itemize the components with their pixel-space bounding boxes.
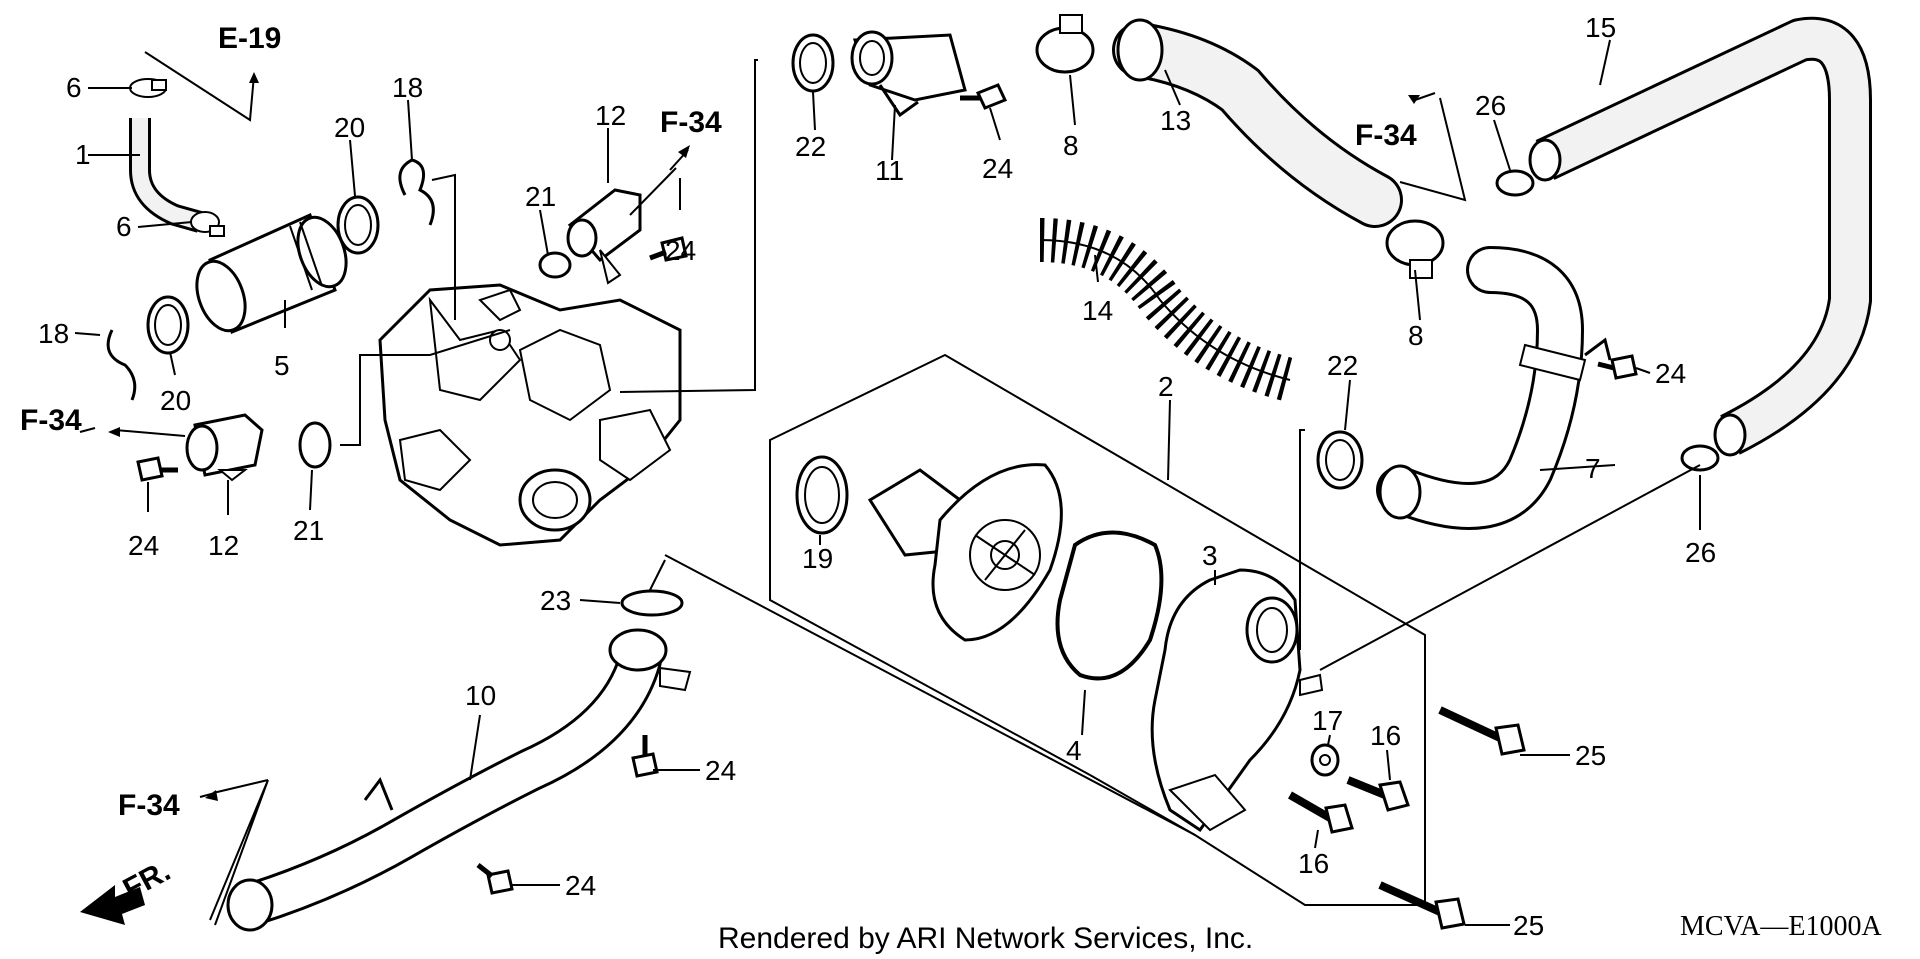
- part-24-bolt-left: [136, 456, 178, 482]
- callout-4: 4: [1066, 735, 1082, 766]
- callout-24-upper-mid: 24: [665, 235, 696, 266]
- callout-14: 14: [1082, 295, 1113, 326]
- part-8-clamp-upper: [1035, 14, 1095, 74]
- callout-24-left: 24: [128, 530, 159, 561]
- callout-2: 2: [1158, 371, 1174, 402]
- callout-13: 13: [1160, 105, 1191, 136]
- ref-e19: E-19: [218, 22, 281, 55]
- callout-8-lower: 8: [1408, 320, 1424, 351]
- ref-f34-top-mid: F-34: [660, 106, 722, 139]
- part-26-clamp-lower: [1680, 444, 1720, 472]
- reference-labels: E-19 F-34 F-34 F-34 F-34 FR.: [20, 22, 1420, 906]
- callout-21-lower: 21: [293, 515, 324, 546]
- callout-23: 23: [540, 585, 571, 616]
- part-20-oring-lower: [146, 295, 190, 355]
- part-24-bolt-top: [960, 83, 1008, 110]
- ref-f34-top-right: F-34: [1355, 119, 1417, 152]
- part-20-oring-upper: [336, 195, 380, 255]
- callout-24-bottom: 24: [565, 870, 596, 901]
- part-25-bolt-upper: [1438, 706, 1526, 756]
- callout-24-pipe: 24: [705, 755, 736, 786]
- part-18-clip-lower: [106, 329, 137, 401]
- part-4-gasket: [1055, 530, 1164, 681]
- part-5-pipe: [195, 212, 348, 335]
- arrow-icon: [678, 145, 690, 158]
- callout-20-upper: 20: [334, 112, 365, 143]
- callout-17: 17: [1312, 705, 1343, 736]
- part-22-oring-upper: [791, 33, 835, 93]
- callout-15: 15: [1585, 12, 1616, 43]
- part-12-fitting-lower: [185, 413, 264, 482]
- callout-22-lower: 22: [1327, 350, 1358, 381]
- callout-18-upper: 18: [392, 72, 423, 103]
- render-credit: Rendered by ARI Network Services, Inc.: [718, 922, 1253, 955]
- arrow-left-icon: [108, 427, 120, 437]
- part-24-bolt-bottom: [476, 863, 514, 895]
- callout-11: 11: [875, 155, 904, 186]
- callout-1: 1: [75, 139, 91, 170]
- part-16-bolt-upper: [1346, 776, 1410, 812]
- part-24-bolt-pipe: [631, 735, 659, 778]
- front-arrow-icon: [80, 885, 145, 925]
- callout-6-top: 6: [66, 72, 82, 103]
- ref-f34-left: F-34: [20, 404, 82, 437]
- leader-lines: [74, 39, 1701, 926]
- part-15-hose: [1528, 16, 1872, 457]
- engine-block: [378, 283, 682, 547]
- diagram-code: MCVA—E1000A: [1680, 911, 1883, 942]
- part-12-fitting-upper: [566, 188, 642, 285]
- assembly-group-outline: [769, 353, 1426, 906]
- part-10-pipe: [226, 628, 692, 932]
- part-6-clamp-top: [129, 78, 167, 98]
- callout-10: 10: [465, 680, 496, 711]
- part-13-hose: [1112, 18, 1403, 228]
- callout-26-lower: 26: [1685, 537, 1716, 568]
- part-6-clamp-bottom: [190, 211, 225, 237]
- arrow-icon-3: [205, 790, 218, 801]
- callout-12-upper: 12: [595, 100, 626, 131]
- callout-12-lower: 12: [208, 530, 239, 561]
- callout-24-right: 24: [1655, 358, 1686, 389]
- callout-19: 19: [802, 543, 833, 574]
- callout-22-upper: 22: [795, 131, 826, 162]
- part-8-clamp-lower: [1385, 219, 1445, 279]
- callout-7: 7: [1585, 453, 1601, 484]
- part-24-bolt-right: [1597, 354, 1638, 380]
- callout-18-lower: 18: [38, 318, 69, 349]
- callout-8-upper: 8: [1063, 130, 1079, 161]
- part-25-bolt-lower: [1378, 881, 1466, 930]
- callout-16-upper: 16: [1370, 720, 1401, 751]
- callout-24-top: 24: [982, 153, 1013, 184]
- part-26-clamp-upper: [1495, 169, 1535, 197]
- part-23-oring: [620, 589, 684, 617]
- callout-25-lower: 25: [1513, 910, 1544, 941]
- callout-3: 3: [1202, 540, 1218, 571]
- water-pump: [867, 463, 1063, 642]
- arrow-up-icon: [249, 72, 259, 83]
- callout-26-upper: 26: [1475, 90, 1506, 121]
- part-21-oring-lower: [298, 421, 332, 469]
- part-14-spring: [1039, 218, 1296, 402]
- callout-labels: 6 1 6 5 18 20 20 18 12 21 24 22 11 24 8 …: [38, 12, 1716, 941]
- part-17-washer: [1310, 743, 1340, 777]
- callout-20-lower: 20: [160, 385, 191, 416]
- part-24-bolt-upper-mid: [649, 236, 688, 262]
- part-1-hose: [129, 118, 203, 233]
- callout-16-lower: 16: [1298, 848, 1329, 879]
- callout-5: 5: [274, 350, 290, 381]
- callout-6-bottom: 6: [116, 211, 132, 242]
- part-18-clip-upper: [398, 158, 435, 226]
- callout-25-upper: 25: [1575, 740, 1606, 771]
- part-19-oring: [795, 455, 849, 535]
- part-3-housing: [1150, 568, 1324, 833]
- ref-f34-bottom-left: F-34: [118, 789, 180, 822]
- part-22-oring-lower: [1316, 430, 1364, 490]
- part-16-bolt-lower: [1288, 791, 1354, 834]
- callout-21-upper: 21: [525, 181, 556, 212]
- arrow-icon-2: [1408, 95, 1420, 104]
- part-11-fitting: [850, 30, 967, 118]
- part-7-hose: [1376, 246, 1612, 530]
- part-21-oring-upper: [538, 251, 572, 279]
